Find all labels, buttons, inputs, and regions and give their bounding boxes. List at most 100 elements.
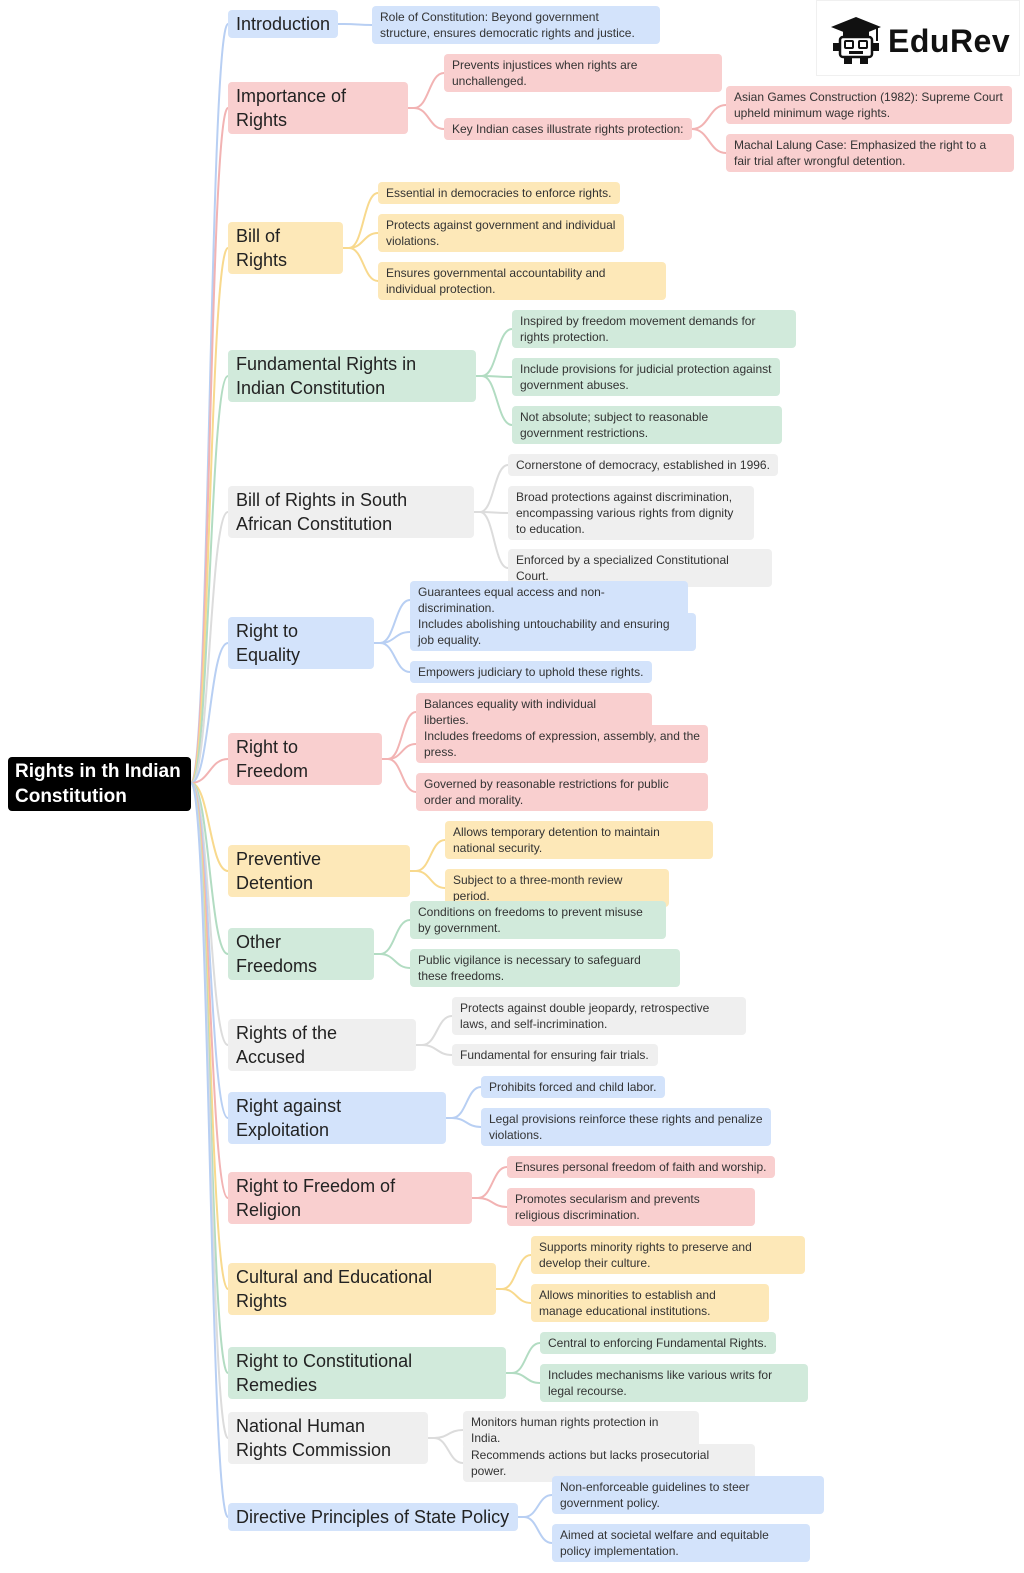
topic-14: National Human Rights Commission: [228, 1412, 428, 1464]
root-to-topic-line: [190, 782, 229, 1518]
leaf-item: Ensures governmental accountability and …: [378, 262, 666, 300]
topic-to-leaf-line: [511, 1342, 541, 1374]
topic-1: Importance of Rights: [228, 82, 408, 134]
leaf-item: Recommends actions but lacks prosecutori…: [463, 1444, 755, 1482]
leaf-item: Empowers judiciary to uphold these right…: [410, 661, 652, 683]
topic-to-leaf-line: [479, 511, 509, 569]
topic-to-leaf-line: [348, 247, 379, 282]
topic-to-leaf-line: [379, 919, 411, 955]
leaf-item: Key Indian cases illustrate rights prote…: [444, 118, 692, 140]
topic-to-leaf-line: [421, 1044, 453, 1056]
leaf-item: Prevents injustices when rights are unch…: [444, 54, 722, 92]
topic-6: Right to Freedom: [228, 733, 382, 785]
topic-7: Preventive Detention: [228, 845, 410, 897]
brand-name: EduRev: [888, 23, 1011, 59]
topic-to-leaf-line: [415, 839, 446, 872]
topic-3: Fundamental Rights in Indian Constitutio…: [228, 350, 476, 402]
topic-to-leaf-line: [379, 642, 411, 673]
leaf-item: Public vigilance is necessary to safegua…: [410, 949, 680, 987]
topic-to-leaf-line: [479, 464, 509, 513]
root-to-topic-line: [190, 642, 229, 784]
leaf-item: Fundamental for ensuring fair trials.: [452, 1044, 658, 1066]
topic-4: Bill of Rights in South African Constitu…: [228, 486, 474, 538]
leaf-item: Protects against government and individu…: [378, 214, 624, 252]
topic-15: Directive Principles of State Policy: [228, 1503, 518, 1531]
leaf-item: Governed by reasonable restrictions for …: [416, 773, 708, 811]
topic-to-leaf-line: [523, 1494, 553, 1518]
root-to-topic-line: [190, 758, 229, 784]
leaf-item: Not absolute; subject to reasonable gove…: [512, 406, 782, 444]
leaf-to-subleaf-line: [691, 104, 727, 130]
leaf-item: Ensures personal freedom of faith and wo…: [507, 1156, 775, 1178]
topic-13: Right to Constitutional Remedies: [228, 1347, 506, 1399]
root-to-topic-line: [190, 247, 229, 784]
topic-11: Right to Freedom of Religion: [228, 1172, 472, 1224]
topic-to-leaf-line: [477, 1197, 508, 1208]
topic-12: Cultural and Educational Rights: [228, 1263, 496, 1315]
topic-to-leaf-line: [413, 72, 445, 109]
leaf-item: Prohibits forced and child labor.: [481, 1076, 665, 1098]
leaf-item: Inspired by freedom movement demands for…: [512, 310, 796, 348]
leaf-item: Include provisions for judicial protecti…: [512, 358, 780, 396]
leaf-item: Role of Constitution: Beyond government …: [372, 6, 660, 44]
brand-logo: EduRev: [816, 0, 1020, 76]
topic-to-leaf-line: [477, 1166, 508, 1199]
leaf-item: Allows minorities to establish and manag…: [531, 1284, 769, 1322]
leaf-item: Includes abolishing untouchability and e…: [410, 613, 696, 651]
leaf-item: Protects against double jeopardy, retros…: [452, 997, 746, 1035]
topic-to-leaf-line: [348, 192, 379, 249]
topic-2: Bill of Rights: [228, 222, 343, 274]
leaf-item: Essential in democracies to enforce righ…: [378, 182, 620, 204]
leaf-to-subleaf-line: [691, 128, 727, 154]
leaf-item: Guarantees equal access and non-discrimi…: [410, 581, 688, 619]
graduation-cap-robot-icon: [831, 17, 881, 64]
leaf-item: Cornerstone of democracy, established in…: [508, 454, 778, 476]
topic-to-leaf-line: [451, 1117, 482, 1128]
topic-to-leaf-line: [501, 1254, 532, 1290]
leaf-item: Subject to a three-month review period.: [445, 869, 669, 907]
topic-to-leaf-line: [433, 1429, 464, 1439]
leaf-item: Balances equality with individual libert…: [416, 693, 652, 731]
root-to-topic-line: [190, 782, 229, 955]
leaf-item: Central to enforcing Fundamental Rights.: [540, 1332, 776, 1354]
leaf-item: Aimed at societal welfare and equitable …: [552, 1524, 810, 1562]
subleaf-item: Asian Games Construction (1982): Supreme…: [726, 86, 1012, 124]
topic-10: Right against Exploitation: [228, 1092, 446, 1144]
leaf-item: Allows temporary detention to maintain n…: [445, 821, 713, 859]
subleaf-item: Machal Lalung Case: Emphasized the right…: [726, 134, 1014, 172]
topic-9: Rights of the Accused: [228, 1019, 416, 1071]
topic-5: Right to Equality: [228, 617, 374, 669]
topic-to-leaf-line: [415, 870, 446, 889]
leaf-item: Enforced by a specialized Constitutional…: [508, 549, 772, 587]
leaf-item: Promotes secularism and prevents religio…: [507, 1188, 755, 1226]
leaf-item: Includes mechanisms like various writs f…: [540, 1364, 808, 1402]
root-to-topic-line: [190, 107, 229, 784]
topic-to-leaf-line: [523, 1516, 553, 1544]
leaf-item: Broad protections against discrimination…: [508, 486, 754, 540]
topic-0: Introduction: [228, 10, 338, 38]
root-to-topic-line: [190, 511, 229, 784]
leaf-item: Supports minority rights to preserve and…: [531, 1236, 805, 1274]
root-node: Rights in th Indian Constitution: [8, 757, 191, 811]
topic-to-leaf-line: [421, 1015, 453, 1046]
topic-to-leaf-line: [481, 375, 513, 426]
leaf-item: Conditions on freedoms to prevent misuse…: [410, 901, 666, 939]
topic-to-leaf-line: [433, 1437, 464, 1464]
topic-to-leaf-line: [387, 758, 417, 793]
leaf-item: Monitors human rights protection in Indi…: [463, 1411, 699, 1449]
leaf-item: Includes freedoms of expression, assembl…: [416, 725, 708, 763]
topic-to-leaf-line: [413, 107, 445, 130]
topic-to-leaf-line: [343, 23, 373, 26]
root-to-topic-line: [190, 375, 229, 784]
topic-to-leaf-line: [511, 1372, 541, 1384]
root-to-topic-line: [190, 782, 229, 872]
leaf-item: Legal provisions reinforce these rights …: [481, 1108, 771, 1146]
root-to-topic-line: [190, 782, 229, 1439]
leaf-item: Non-enforceable guidelines to steer gove…: [552, 1476, 824, 1514]
topic-to-leaf-line: [379, 953, 411, 969]
topic-to-leaf-line: [481, 328, 513, 377]
topic-8: Other Freedoms: [228, 928, 374, 980]
topic-to-leaf-line: [501, 1288, 532, 1304]
topic-to-leaf-line: [451, 1086, 482, 1119]
